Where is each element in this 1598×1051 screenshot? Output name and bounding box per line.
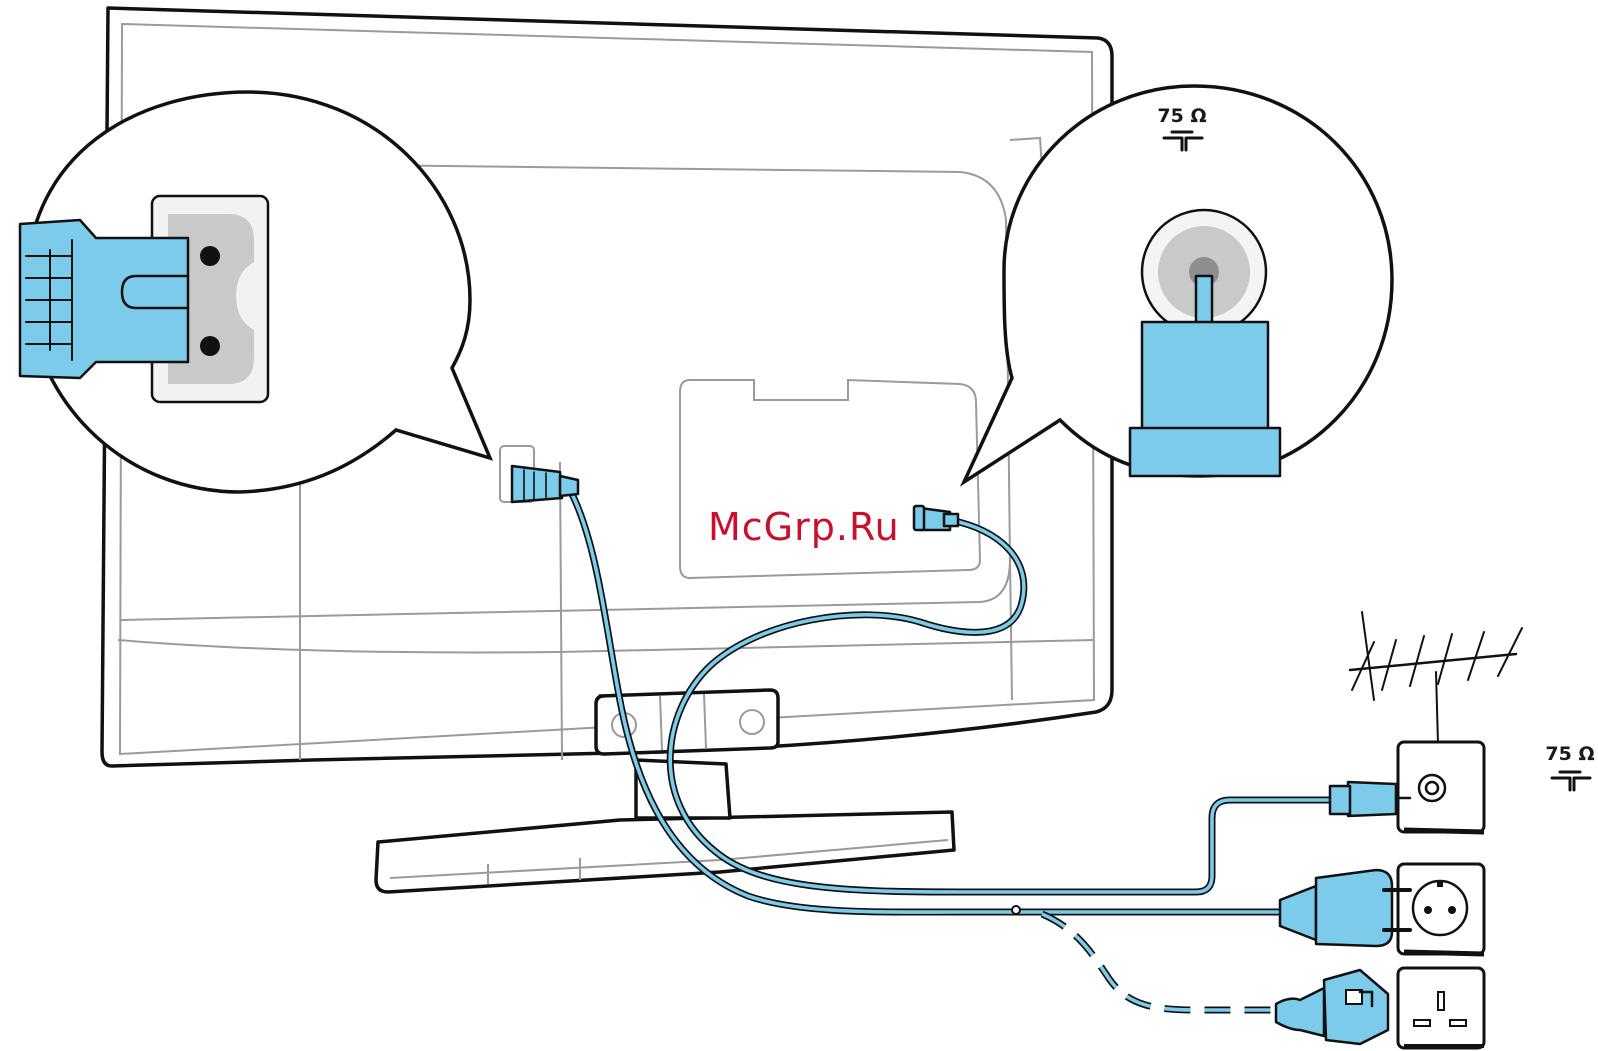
- uk-power-socket-icon: [1398, 968, 1484, 1048]
- impedance-label-wall: 75 Ω: [1545, 743, 1594, 765]
- coax-wall-socket-icon: [1398, 742, 1484, 832]
- watermark-text: McGrp.Ru: [708, 505, 900, 549]
- impedance-label-zoom: 75 Ω: [1157, 105, 1206, 127]
- eu-plug-icon: [1280, 870, 1410, 946]
- roof-antenna-icon: [1350, 612, 1522, 744]
- eu-power-socket-icon: [1398, 864, 1484, 954]
- coax-symbol-wall-icon: [1552, 772, 1590, 790]
- uk-plug-icon: [1276, 970, 1388, 1044]
